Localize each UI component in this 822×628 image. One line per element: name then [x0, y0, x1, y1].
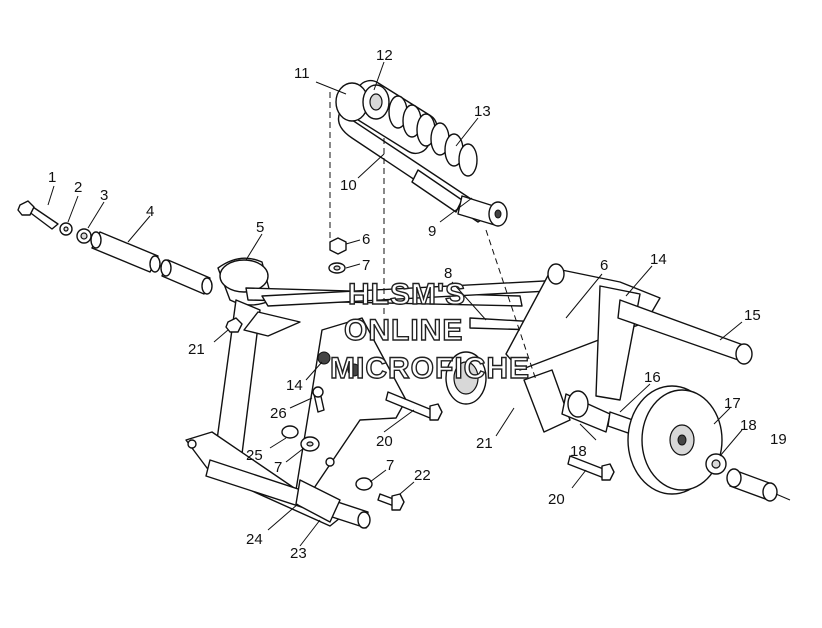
callout-17: 17	[724, 395, 741, 412]
watermark-line-1: HLSM'S	[348, 278, 466, 311]
callout-6-left: 6	[362, 231, 370, 248]
callout-7-lower: 7	[386, 457, 394, 474]
callout-21-left: 21	[188, 341, 205, 358]
callout-1: 1	[48, 169, 56, 186]
idler-wheel	[627, 385, 791, 502]
callout-10: 10	[340, 177, 357, 194]
callout-26: 26	[270, 405, 287, 422]
callout-22: 22	[414, 467, 431, 484]
hardware-small	[225, 237, 361, 452]
watermark-line-2: ONLINE	[344, 314, 463, 347]
callout-24: 24	[246, 531, 263, 548]
leader-lines	[47, 61, 743, 547]
callout-14-left: 14	[286, 377, 303, 394]
callout-23: 23	[290, 545, 307, 562]
shock-rod	[445, 313, 567, 405]
callout-20-right: 20	[548, 491, 565, 508]
callout-labels: 1 2 3 4 5 6 7 8 9 10 11 12 13 14 6 15 16…	[48, 47, 787, 562]
watermark-line-3: MICROFICHE	[330, 352, 530, 385]
callout-7-mid: 7	[274, 459, 282, 476]
callout-13: 13	[474, 103, 491, 120]
callout-9: 9	[428, 223, 436, 240]
watermark: HLSM'S ONLINE MICROFICHE	[329, 277, 530, 385]
callout-5: 5	[256, 219, 264, 236]
lower-bolts	[355, 391, 615, 511]
callout-18-lower: 18	[570, 443, 587, 460]
callout-19: 19	[770, 431, 787, 448]
callout-18: 18	[740, 417, 757, 434]
callout-3: 3	[100, 187, 108, 204]
callout-21-right: 21	[476, 435, 493, 452]
callout-11: 11	[294, 65, 310, 82]
callout-2: 2	[74, 179, 82, 196]
assembly-lines	[329, 92, 537, 381]
callout-25: 25	[246, 447, 263, 464]
shock-absorber	[335, 79, 508, 227]
callout-14-right: 14	[650, 251, 667, 268]
callout-12: 12	[376, 47, 393, 64]
callout-8: 8	[444, 265, 452, 282]
callout-16: 16	[644, 369, 661, 386]
callout-6-right: 6	[600, 257, 608, 274]
callout-4: 4	[146, 203, 154, 220]
callout-15: 15	[744, 307, 761, 324]
callout-7-top: 7	[362, 257, 370, 274]
front-bolt-assembly	[17, 200, 213, 295]
callout-20-left: 20	[376, 433, 393, 450]
